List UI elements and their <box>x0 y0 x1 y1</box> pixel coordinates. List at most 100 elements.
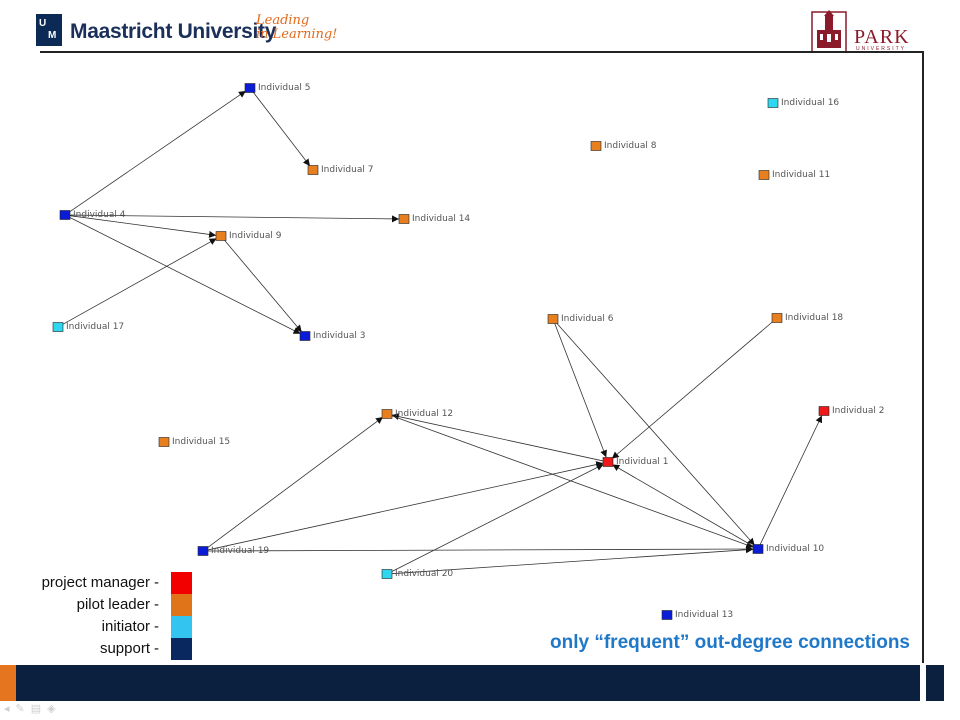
node-individual-14: Individual 14 <box>398 214 470 224</box>
edge-individual-12-to-individual-10 <box>391 415 754 549</box>
edge-individual-4-to-individual-5 <box>68 90 247 213</box>
node-label-individual-5: Individual 5 <box>258 83 310 93</box>
back-arrow-icon[interactable]: ◂ <box>4 703 16 715</box>
edge-individual-19-to-individual-12 <box>206 416 384 549</box>
edge-individual-19-to-individual-1 <box>207 461 604 551</box>
node-marker-individual-16 <box>767 98 779 108</box>
edge-individual-6-to-individual-1 <box>554 323 607 458</box>
edge-individual-20-to-individual-10 <box>391 546 754 575</box>
node-label-individual-6: Individual 6 <box>561 314 614 324</box>
edge-individual-19-to-individual-10 <box>207 545 754 553</box>
edge-individual-20-to-individual-1 <box>391 463 604 573</box>
legend-dash: - <box>154 618 159 635</box>
legend-label: support <box>99 640 150 657</box>
node-label-individual-15: Individual 15 <box>172 437 230 447</box>
node-individual-2: Individual 2 <box>818 406 884 416</box>
node-marker-individual-13 <box>661 610 673 620</box>
node-marker-individual-10 <box>752 544 764 554</box>
park-wordmark: PARK <box>854 26 910 48</box>
node-label-individual-1: Individual 1 <box>616 457 668 467</box>
node-individual-17: Individual 17 <box>52 322 124 332</box>
node-individual-7: Individual 7 <box>307 165 373 175</box>
node-individual-16: Individual 16 <box>767 98 839 108</box>
node-marker-individual-7 <box>307 165 319 175</box>
edge-individual-1-to-individual-12 <box>391 413 604 462</box>
node-marker-individual-14 <box>398 214 410 224</box>
node-individual-1: Individual 1 <box>602 457 668 467</box>
node-marker-individual-6 <box>547 314 559 324</box>
university-name: Maastricht University <box>70 20 277 43</box>
um-mark-bottom: M <box>48 30 57 41</box>
node-individual-4: Individual 4 <box>59 210 126 220</box>
legend-swatch <box>171 638 192 660</box>
node-marker-individual-5 <box>244 83 256 93</box>
node-individual-5: Individual 5 <box>244 83 310 93</box>
node-individual-8: Individual 8 <box>590 141 657 151</box>
node-label-individual-9: Individual 9 <box>229 231 282 241</box>
node-marker-individual-4 <box>59 210 71 220</box>
legend-row-project-manager: project manager- <box>16 572 196 594</box>
diagram-caption: only “frequent” out-degree connections <box>550 632 910 653</box>
node-label-individual-14: Individual 14 <box>412 214 470 224</box>
footer-accent <box>0 665 16 701</box>
legend-label: initiator <box>101 618 150 635</box>
node-label-individual-2: Individual 2 <box>832 406 884 416</box>
edge-individual-18-to-individual-1 <box>611 320 774 460</box>
legend-dash: - <box>154 596 159 613</box>
node-marker-individual-3 <box>299 331 311 341</box>
edge-individual-10-to-individual-2 <box>759 415 823 545</box>
nodes-layer: Individual 1 Individual 2 Individual 3 Indi… <box>52 83 884 620</box>
edge-individual-9-to-individual-3 <box>223 239 303 333</box>
node-label-individual-18: Individual 18 <box>785 313 843 323</box>
options-icon[interactable]: ◈ <box>47 703 62 715</box>
park-subtitle: UNIVERSITY <box>856 46 907 52</box>
legend-row-pilot-leader: pilot leader- <box>16 594 196 616</box>
university-tagline: Leading in Learning! <box>256 13 338 42</box>
node-marker-individual-15 <box>158 437 170 447</box>
node-marker-individual-19 <box>197 546 209 556</box>
park-university-logo: PARK UNIVERSITY <box>808 8 928 54</box>
node-individual-15: Individual 15 <box>158 437 230 447</box>
node-label-individual-19: Individual 19 <box>211 546 269 556</box>
node-individual-6: Individual 6 <box>547 314 614 324</box>
node-individual-12: Individual 12 <box>381 409 453 419</box>
edge-individual-4-to-individual-3 <box>69 216 301 335</box>
node-label-individual-17: Individual 17 <box>66 322 124 332</box>
node-label-individual-8: Individual 8 <box>604 141 657 151</box>
node-marker-individual-18 <box>771 313 783 323</box>
pen-icon[interactable]: ✎ <box>15 703 31 715</box>
node-individual-9: Individual 9 <box>215 231 282 241</box>
node-individual-13: Individual 13 <box>661 610 733 620</box>
edges-layer <box>62 90 823 575</box>
node-label-individual-10: Individual 10 <box>766 544 824 554</box>
node-marker-individual-2 <box>818 406 830 416</box>
legend-dash: - <box>154 640 159 657</box>
node-individual-20: Individual 20 <box>381 569 453 579</box>
slide-toolbar[interactable]: ◂✎▤◈ <box>4 702 94 716</box>
node-marker-individual-12 <box>381 409 393 419</box>
slides-icon[interactable]: ▤ <box>30 703 48 715</box>
frame-right-rule <box>922 51 924 663</box>
node-label-individual-11: Individual 11 <box>772 170 830 180</box>
legend-swatch <box>171 616 192 638</box>
node-marker-individual-11 <box>758 170 770 180</box>
node-label-individual-3: Individual 3 <box>313 331 365 341</box>
node-individual-18: Individual 18 <box>771 313 843 323</box>
node-individual-10: Individual 10 <box>752 544 824 554</box>
um-mark-top: U <box>39 18 47 29</box>
node-label-individual-20: Individual 20 <box>395 569 453 579</box>
footer-end-block <box>926 665 944 701</box>
park-building-icon <box>811 10 847 53</box>
legend-swatch <box>171 594 192 616</box>
node-label-individual-7: Individual 7 <box>321 165 373 175</box>
edge-individual-10-to-individual-1 <box>612 464 754 547</box>
node-marker-individual-9 <box>215 231 227 241</box>
node-individual-3: Individual 3 <box>299 331 365 341</box>
edge-individual-4-to-individual-9 <box>69 215 217 238</box>
edge-individual-6-to-individual-10 <box>556 322 755 546</box>
node-label-individual-16: Individual 16 <box>781 98 839 108</box>
legend-label: pilot leader <box>76 596 150 613</box>
edge-individual-4-to-individual-14 <box>69 214 400 223</box>
node-marker-individual-17 <box>52 322 64 332</box>
